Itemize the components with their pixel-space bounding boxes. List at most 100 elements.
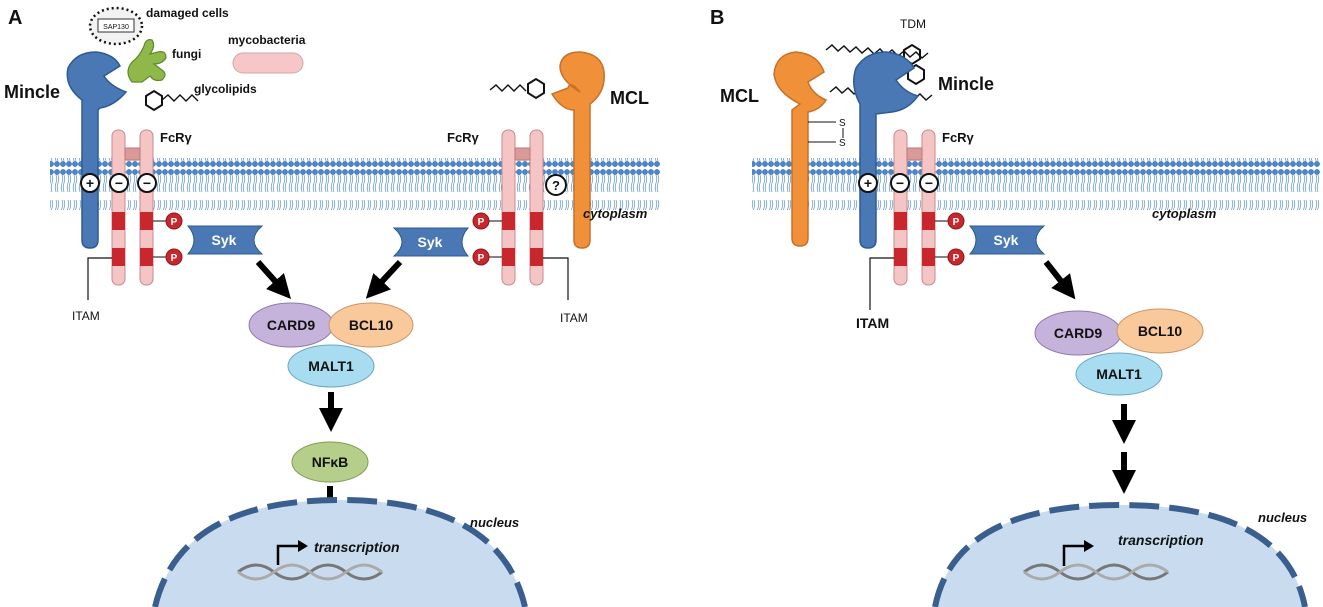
mincle-label-b: Mincle: [938, 74, 994, 94]
bcl10-b: [1116, 308, 1204, 354]
charge-minus-a1: −: [109, 173, 129, 193]
syk-a-left: Syk: [186, 225, 264, 255]
sap130-cell: SAP130: [88, 6, 144, 46]
fcr-label-left: FcRγ: [160, 130, 193, 145]
arrow-syk-right-to-complex: [365, 259, 403, 299]
svg-text:Syk: Syk: [212, 232, 237, 248]
svg-text:P: P: [478, 253, 485, 264]
svg-text:P: P: [478, 217, 485, 228]
sap130-label: SAP130: [103, 24, 129, 31]
charge-minus-b2: −: [919, 173, 939, 193]
phospho-b1: P: [935, 212, 965, 230]
mincle-label-a: Mincle: [4, 82, 60, 102]
phospho-a-r2: P: [472, 248, 502, 266]
panel-b: B TDM MCL S S Mincle: [710, 7, 1320, 607]
phospho-a-l1: P: [153, 212, 183, 230]
disulfide-bond: [808, 121, 844, 143]
mycobacteria-label: mycobacteria: [228, 33, 306, 47]
glycolipid-icon-a-right: [489, 77, 545, 100]
charge-minus-b1: −: [890, 173, 910, 193]
nfkb: [291, 441, 369, 483]
arrow-syk-to-complex-b: [1043, 260, 1076, 300]
promoter-arrowhead-b: [1084, 540, 1094, 552]
promoter-arrowhead-a: [298, 540, 308, 552]
phospho-a-r1: P: [472, 212, 502, 230]
itam-label-a-left: ITAM: [72, 309, 100, 323]
charge-minus-a2: −: [137, 173, 157, 193]
nucleus-label-b: nucleus: [1258, 510, 1307, 525]
malt1-a: [287, 344, 375, 388]
nucleus-a-envelope: [152, 496, 528, 607]
fungi-icon: [127, 39, 167, 83]
panel-a: A SAP130 damaged cells fungi mycobacteri…: [4, 6, 660, 607]
card9-label-b: CARD9: [1054, 325, 1102, 341]
card9-label-a: CARD9: [267, 317, 315, 333]
cytoplasm-label-b: cytoplasm: [1152, 206, 1217, 221]
svg-text:−: −: [925, 175, 933, 191]
svg-text:−: −: [143, 175, 151, 191]
transcription-label-b: transcription: [1118, 532, 1204, 548]
mincle-receptor-a: [66, 51, 128, 249]
malt1-b: [1075, 352, 1163, 396]
promoter-arrow-b: [1062, 544, 1088, 566]
cytoplasm-label-a: cytoplasm: [583, 206, 648, 221]
tdm-label: TDM: [900, 17, 926, 31]
fcr-label-right: FcRγ: [447, 130, 480, 145]
charge-unknown-a: ?: [545, 174, 567, 196]
nucleus-b-envelope: [932, 501, 1308, 607]
glycolipids-label: glycolipids: [194, 82, 257, 96]
itam-bracket-b: [869, 257, 894, 310]
disulfide-s2: S: [839, 138, 846, 149]
panel-a-letter: A: [8, 7, 22, 29]
svg-text:Syk: Syk: [994, 232, 1019, 248]
malt1-label-a: MALT1: [308, 358, 354, 374]
bcl10-label-b: BCL10: [1138, 323, 1183, 339]
fcr-label-b: FcRγ: [942, 130, 975, 145]
charge-plus-b: +: [858, 173, 878, 193]
svg-text:P: P: [171, 217, 178, 228]
charge-plus-a: +: [80, 173, 100, 193]
promoter-arrow-a: [276, 544, 302, 565]
damaged-cells-label: damaged cells: [146, 6, 229, 20]
svg-text:+: +: [86, 175, 94, 191]
nucleus-label-a: nucleus: [470, 515, 519, 530]
svg-text:+: +: [864, 175, 872, 191]
dna-helix-b: [1023, 563, 1169, 581]
svg-text:Syk: Syk: [418, 234, 443, 250]
transcription-label-a: transcription: [314, 539, 400, 555]
mcl-receptor-a: [550, 51, 605, 249]
fcr-gamma-left: [111, 129, 154, 286]
bcl10-label-a: BCL10: [349, 317, 394, 333]
membrane-b: [752, 158, 1320, 210]
fcr-gamma-right: [501, 129, 544, 286]
mcl-receptor-b: [773, 51, 828, 247]
svg-text:−: −: [115, 175, 123, 191]
syk-a-right: Syk: [392, 227, 470, 257]
dna-helix-a: [237, 563, 383, 581]
panel-b-letter: B: [710, 7, 724, 29]
disulfide-s1: S: [839, 118, 846, 129]
phospho-a-l2: P: [153, 248, 183, 266]
arrow-syk-left-to-complex: [255, 260, 291, 299]
malt1-label-b: MALT1: [1096, 366, 1142, 382]
itam-bracket-a-left: [87, 257, 112, 300]
syk-b: Syk: [968, 225, 1046, 255]
svg-text:P: P: [171, 253, 178, 264]
itam-label-a-right: ITAM: [560, 311, 588, 325]
itam-bracket-a-right: [543, 257, 569, 300]
svg-text:−: −: [896, 175, 904, 191]
itam-label-b: ITAM: [856, 315, 889, 331]
bcl10-a: [328, 302, 414, 348]
nfkb-label: NFκB: [312, 454, 349, 470]
nucleus-b: [935, 505, 1305, 607]
nucleus-a: [155, 500, 525, 607]
mcl-label-b: MCL: [720, 86, 759, 106]
fungi-label: fungi: [172, 47, 201, 61]
svg-text:P: P: [953, 253, 960, 264]
svg-text:?: ?: [552, 178, 560, 193]
mincle-receptor-b: [853, 51, 920, 249]
mycobacteria-icon: [232, 52, 304, 74]
phospho-b2: P: [935, 248, 965, 266]
